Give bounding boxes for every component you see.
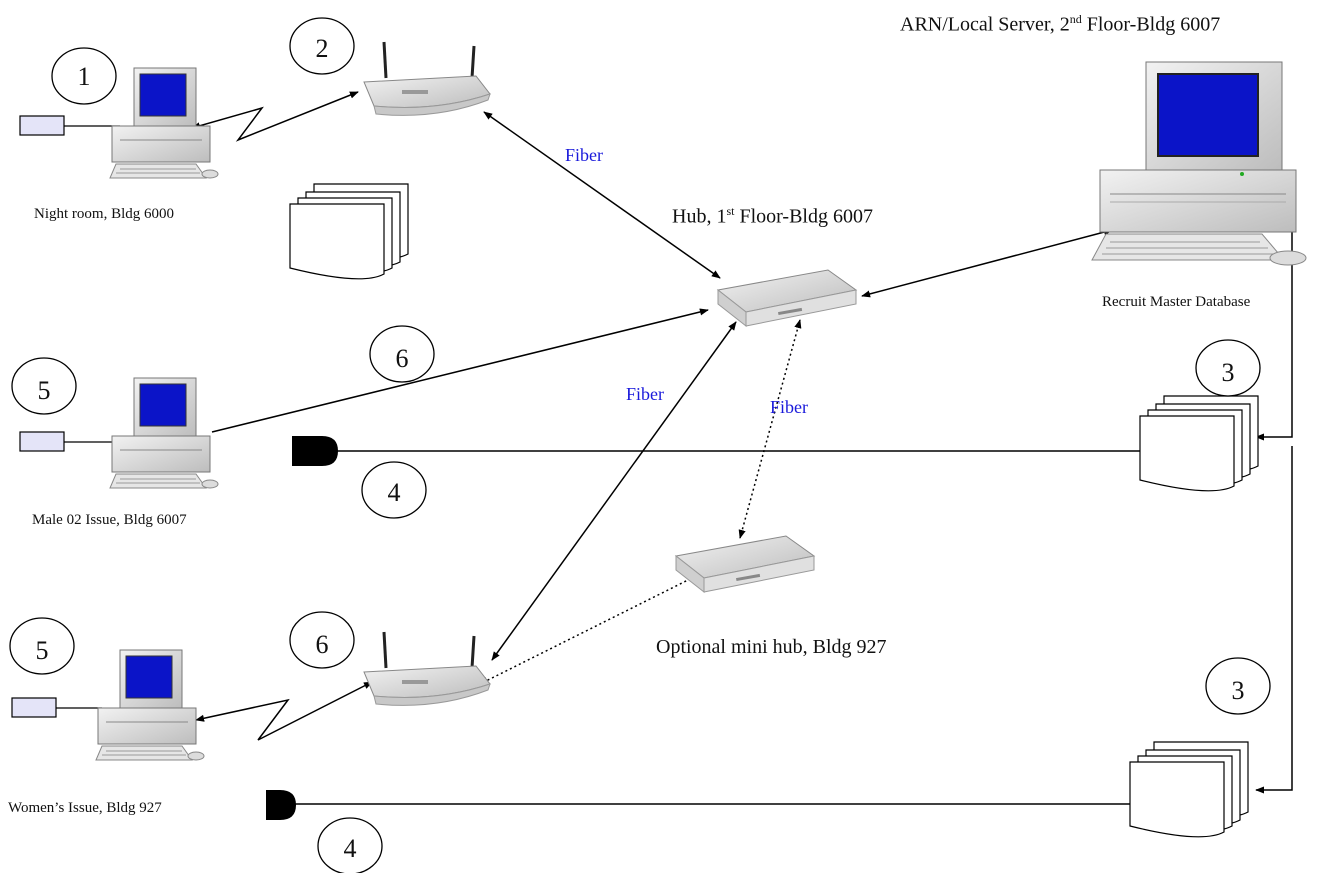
card-reader-icon — [19, 431, 120, 452]
card-reader-icon — [11, 697, 102, 718]
computer-icon — [109, 377, 219, 489]
step-number: 5 — [37, 376, 51, 405]
step-circle-5a — [11, 357, 77, 415]
step-number: 4 — [387, 478, 401, 507]
fiber-label: Fiber — [565, 145, 603, 165]
step-number: 3 — [1221, 358, 1235, 387]
step-circle-6b — [289, 611, 355, 669]
wireless-link-top — [191, 91, 359, 142]
step-number: 1 — [77, 62, 91, 91]
step-number: 6 — [395, 344, 409, 373]
fiber-link-hub-router — [491, 321, 737, 661]
step-circle-5b — [9, 617, 75, 675]
night-room-label: Night room, Bldg 6000 — [34, 206, 175, 222]
card-reader-icon — [19, 115, 120, 136]
link-male-hub — [211, 308, 709, 433]
step-circle-1 — [51, 47, 117, 105]
document-stack-icon — [1129, 741, 1249, 838]
hub-icon — [674, 535, 816, 594]
step-number: 6 — [315, 630, 329, 659]
step-circle-2 — [289, 17, 355, 75]
link-hub-server — [861, 228, 1113, 298]
step-circle-4a — [361, 461, 427, 519]
step-circle-4b — [317, 817, 383, 873]
wireless-router-icon — [363, 41, 491, 116]
server-output-2 — [1255, 446, 1293, 794]
step-number: 2 — [315, 34, 329, 63]
recruit-db-label: Recruit Master Database — [1102, 294, 1251, 310]
step-circle-3a — [1195, 339, 1261, 397]
fiber-link-hub-minihub — [738, 319, 802, 539]
male-issue-label: Male 02 Issue, Bldg 6007 — [32, 512, 187, 528]
step-number: 5 — [35, 636, 49, 665]
step-circle-3b — [1205, 657, 1271, 715]
link-minihub-router — [479, 571, 705, 685]
step-number: 4 — [343, 834, 357, 863]
server-label: ARN/Local Server, 2nd Floor-Bldg 6007 — [900, 12, 1221, 36]
mini-hub-label: Optional mini hub, Bldg 927 — [656, 636, 887, 658]
hub-icon — [716, 269, 858, 328]
fiber-link-router-hub — [483, 111, 721, 279]
server-computer-icon — [1091, 61, 1307, 266]
hub-label: Hub, 1st Floor-Bldg 6007 — [672, 204, 873, 228]
document-stack-icon — [289, 183, 409, 280]
fiber-label: Fiber — [626, 384, 664, 404]
printer-icon — [266, 790, 296, 820]
computer-icon — [95, 649, 205, 761]
fiber-label: Fiber — [770, 397, 808, 417]
server-output-1 — [1255, 204, 1293, 441]
step-number: 3 — [1231, 676, 1245, 705]
printer-icon — [292, 436, 338, 466]
women-issue-label: Women’s Issue, Bldg 927 — [8, 800, 162, 816]
computer-icon — [109, 67, 219, 179]
step-circle-6a — [369, 325, 435, 383]
document-stack-icon — [1139, 395, 1259, 492]
wireless-router-icon — [363, 631, 491, 706]
wireless-link-bottom — [195, 681, 373, 741]
